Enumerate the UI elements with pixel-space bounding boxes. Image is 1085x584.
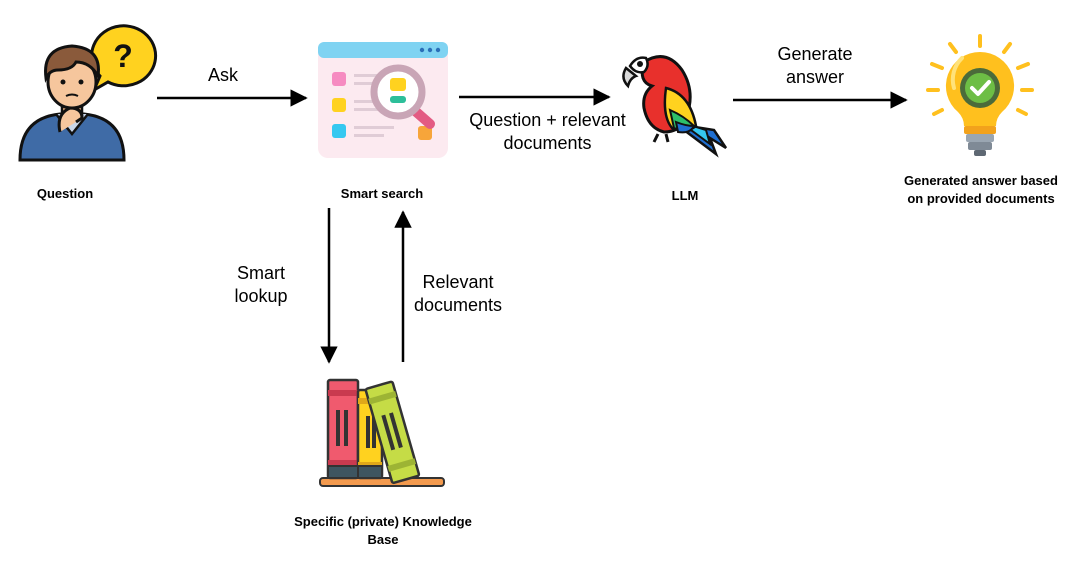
edge-label-smart-lookup: Smart lookup — [234, 263, 288, 306]
parrot-icon — [622, 55, 728, 158]
node-label-knowledge-base: Specific (private) Knowledge Base — [294, 514, 472, 547]
thinking-person-icon: ? — [18, 24, 158, 162]
edge-label-question-documents: Question + relevant documents — [469, 110, 626, 153]
node-label-generated-answer: Generated answer based on provided docum… — [904, 173, 1058, 206]
node-label-smart-search: Smart search — [340, 186, 424, 201]
lightbulb-check-icon — [926, 34, 1034, 156]
search-window-icon — [318, 42, 448, 158]
node-label-llm: LLM — [671, 188, 699, 203]
edge-label-relevant-documents: Relevant documents — [413, 272, 503, 315]
node-label-question: Question — [36, 186, 94, 201]
edge-label-ask: Ask — [207, 65, 238, 85]
books-icon — [319, 378, 445, 487]
svg-text:?: ? — [113, 38, 133, 74]
edge-label-generate-answer: Generate answer — [777, 44, 853, 87]
